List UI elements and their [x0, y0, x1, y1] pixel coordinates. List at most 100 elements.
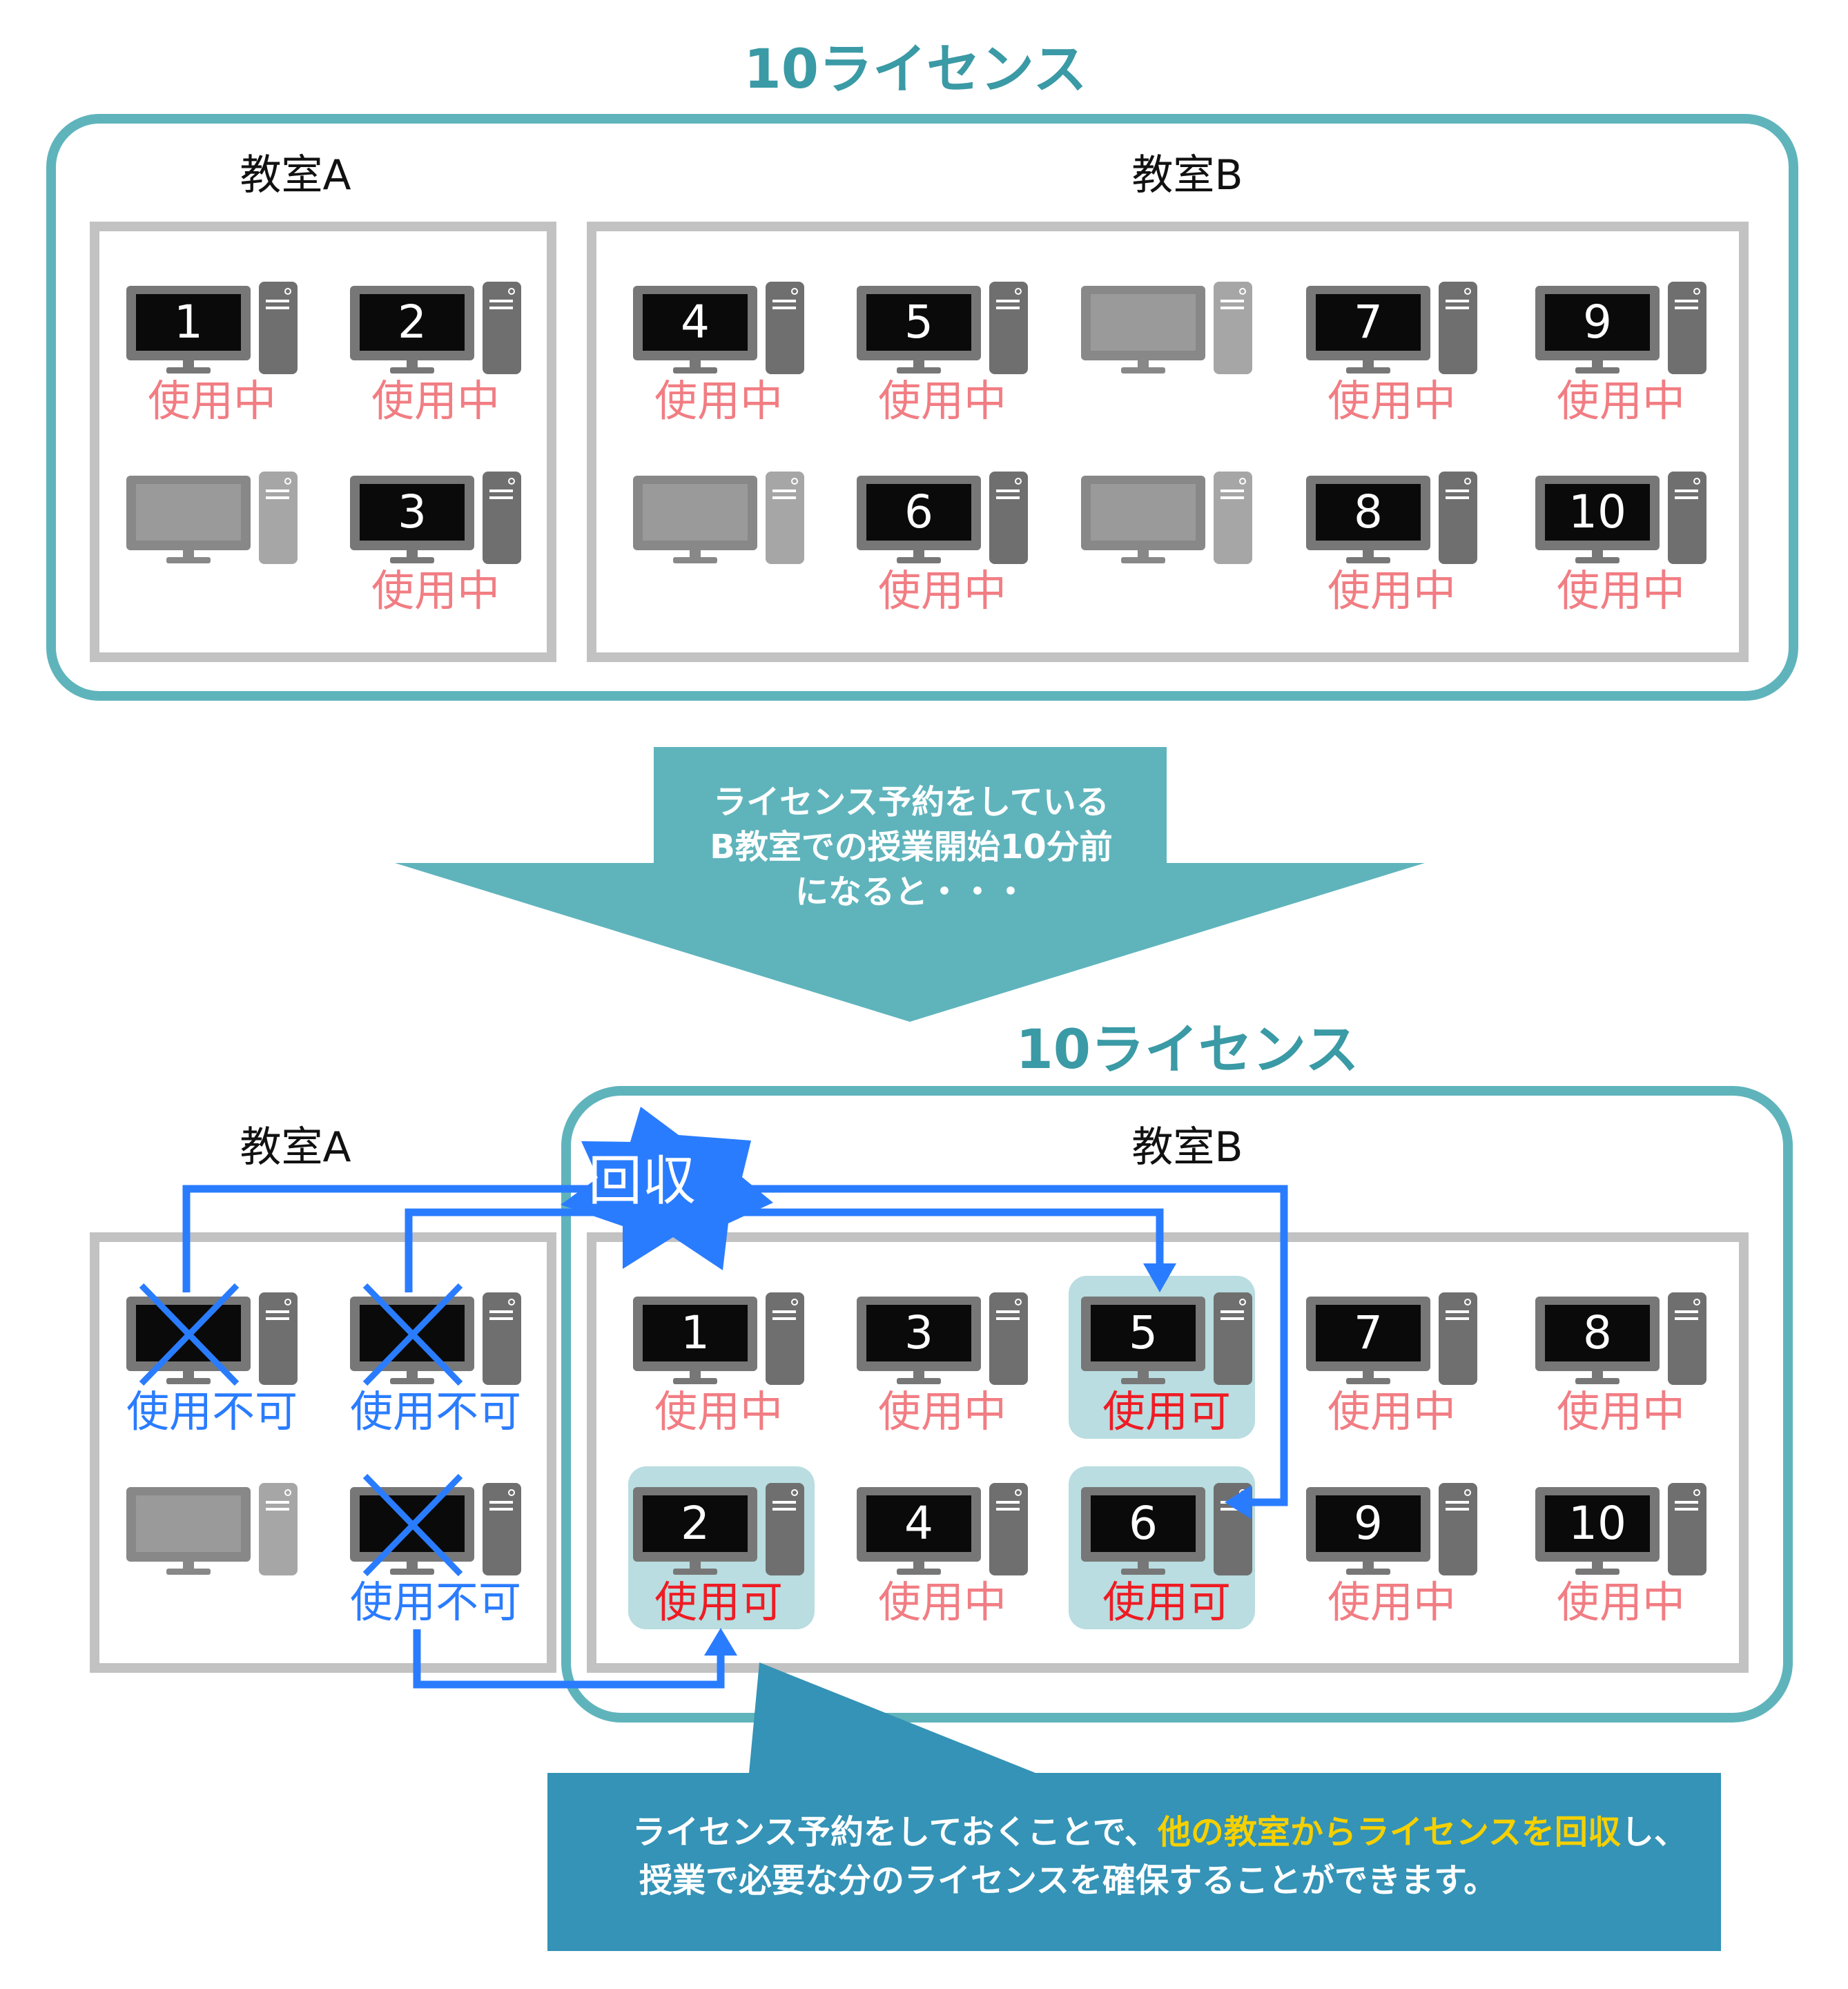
bottom-room_b-pc-6-status: 使用可: [654, 1577, 783, 1627]
bottom-room_b-pc-3-tower-slot-1: [1220, 1310, 1244, 1313]
top-room_a-pc-2-stand: [390, 367, 434, 373]
top-room_b-pc-2-number: 5: [904, 295, 933, 349]
top-room_b-pc-2-stand: [897, 367, 941, 373]
bottom-room_b-pc-9-stand: [1346, 1569, 1390, 1575]
top-room_b-pc-7-tower-slot-1: [996, 489, 1020, 492]
top-room_b-pc-1-power-led: [791, 288, 798, 295]
bottom-room_b-pc-9-screen: [1316, 1495, 1421, 1552]
bottom-room_a-pc-1-power-led: [284, 1299, 291, 1306]
bottom-room_b-pc-4-tower-slot-1: [1446, 1310, 1469, 1313]
top-room_b-pc-8-tower-slot-1: [1220, 489, 1244, 492]
bottom-room_b-pc-4-neck: [1363, 1371, 1374, 1379]
top-room_b-pc-9-tower-slot-2: [1446, 496, 1469, 499]
bottom-room_b-pc-3: [1081, 1292, 1252, 1385]
top-room_b-pc-2: [857, 282, 1028, 374]
top-room_b-pc-8: [1081, 472, 1252, 564]
bottom-room_b-pc-2-power-led: [1015, 1299, 1022, 1306]
bottom-room_b-pc-6-power-led: [791, 1489, 798, 1496]
bottom-room_b-pc-10-stand: [1575, 1569, 1620, 1575]
top-license-frame: [46, 114, 1798, 701]
top-room_a-pc-1: [126, 282, 298, 374]
bottom-room_b-pc-8-number: 6: [1129, 1497, 1158, 1550]
top-room_b-pc-3-power-led: [1239, 288, 1246, 295]
arrowhead-to-2: [704, 1628, 737, 1656]
top-room_b-pc-7-number: 6: [904, 485, 933, 539]
bottom-room_a-pc-3-screen: [136, 1495, 241, 1552]
transition-line-2: B教室での授業開始10分前: [710, 827, 1113, 866]
top-room_a-pc-1-power-led: [284, 288, 291, 295]
top-room_b-pc-10-number: 10: [1568, 485, 1626, 539]
bottom-room_a-pc-2-status: 使用不可: [349, 1386, 521, 1437]
bottom-room_a-pc-2-neck: [407, 1371, 418, 1379]
bottom-room_b-pc-10-tower-slot-2: [1675, 1508, 1698, 1511]
top-room_b-pc-6-neck: [690, 550, 701, 559]
top-room_b-pc-10-tower: [1668, 472, 1706, 564]
top-room_b-pc-5-status: 使用中: [1556, 376, 1685, 426]
bottom-room-b-frame: [587, 1232, 1749, 1673]
bottom-room_a-pc-2-stand: [390, 1378, 434, 1384]
bottom-room_b-pc-5-tower-slot-2: [1675, 1317, 1698, 1320]
top-room_a-pc-1-tower-slot-2: [266, 307, 289, 309]
bottom-room_a-pc-2-tower-slot-1: [489, 1310, 513, 1313]
top-room_b-pc-6: [633, 472, 804, 564]
top-room_b-pc-1-screen: [643, 294, 748, 351]
top-room_b-pc-3-screen: [1091, 294, 1196, 351]
arrowhead-to-5: [1143, 1263, 1176, 1292]
top-room_b-pc-7-tower: [989, 472, 1028, 564]
transition-arrow: [395, 747, 1425, 1022]
bottom-room_b-pc-9-number: 9: [1354, 1497, 1383, 1550]
top-room_a-pc-4-neck: [407, 550, 418, 559]
top-room_b-pc-4-tower: [1439, 282, 1477, 374]
bottom-room_b-pc-8-screen: [1091, 1495, 1196, 1552]
bottom-room_b-pc-4-power-led: [1464, 1299, 1471, 1306]
bottom-room_b-pc-3-tower: [1214, 1292, 1252, 1385]
top-room_b-pc-10-power-led: [1693, 478, 1700, 485]
top-room_b-pc-5-stand: [1575, 367, 1620, 373]
bottom-room_b-pc-1-stand: [673, 1378, 717, 1384]
transition-line-3: になると・・・: [795, 872, 1027, 911]
top-room_b-pc-2-tower-slot-2: [996, 307, 1020, 309]
bottom-room_b-pc-7-screen: [866, 1495, 971, 1552]
bottom-room_b-pc-8-tower-slot-2: [1220, 1508, 1244, 1511]
top-room_b-pc-6-tower: [766, 472, 804, 564]
top-room_b-pc-7: [857, 472, 1028, 564]
bottom-room_b-pc-2-neck: [913, 1371, 924, 1379]
top-room_a-pc-4-tower: [483, 472, 521, 564]
bottom-room_a-pc-4-tower-slot-2: [489, 1508, 513, 1511]
bottom-room_b-pc-2-screen: [866, 1305, 971, 1361]
transition-text: ライセンス予約をしている B教室での授業開始10分前 になると・・・: [656, 780, 1167, 914]
bottom-room_b-pc-10-number: 10: [1568, 1497, 1626, 1550]
callout-pointer: [749, 1662, 1035, 1773]
bottom-room_b-pc-5-power-led: [1693, 1299, 1700, 1306]
bottom-room_b-pc-6-screen: [643, 1495, 748, 1552]
bottom-room_b-pc-7-neck: [913, 1562, 924, 1570]
top-room_b-pc-3-tower-slot-1: [1220, 300, 1244, 302]
top-room_b-pc-10-status: 使用中: [1556, 565, 1685, 616]
top-room_a-pc-4: [350, 472, 521, 564]
bottom-room_a-pc-4-tower-slot-1: [489, 1501, 513, 1504]
top-room_b-pc-1-tower: [766, 282, 804, 374]
bottom-room_b-pc-1-neck: [690, 1371, 701, 1379]
bottom-room_b-pc-6-tower-slot-1: [772, 1501, 796, 1504]
top-room_b-pc-1-neck: [690, 360, 701, 369]
bottom-room_b-pc-2-number: 3: [904, 1306, 933, 1359]
bottom-room_b-pc-7: [857, 1483, 1028, 1575]
top-room_b-pc-5-power-led: [1693, 288, 1700, 295]
bottom-room_b-pc-5: [1535, 1292, 1706, 1385]
bottom-room_a-pc-1-tower-slot-2: [266, 1317, 289, 1320]
bottom-room_b-pc-3-number: 5: [1129, 1306, 1158, 1359]
top-room-b-title: 教室B: [1131, 151, 1243, 200]
top-room_a-pc-1-stand: [166, 367, 211, 373]
top-room_b-pc-6-tower-slot-1: [772, 489, 796, 492]
top-room_b-pc-4-number: 7: [1354, 295, 1383, 349]
top-room_b-pc-9-tower: [1439, 472, 1477, 564]
top-room_a-pc-4-number: 3: [398, 485, 427, 539]
top-room_a-pc-3-power-led: [284, 478, 291, 485]
top-room_b-pc-9-stand: [1346, 557, 1390, 563]
top-room_a-pc-2-tower-slot-1: [489, 300, 513, 302]
top-room_b-pc-10-neck: [1592, 550, 1603, 559]
bottom-room_b-pc-3-status: 使用可: [1102, 1386, 1231, 1437]
top-room_b-pc-10-tower-slot-1: [1675, 489, 1698, 492]
